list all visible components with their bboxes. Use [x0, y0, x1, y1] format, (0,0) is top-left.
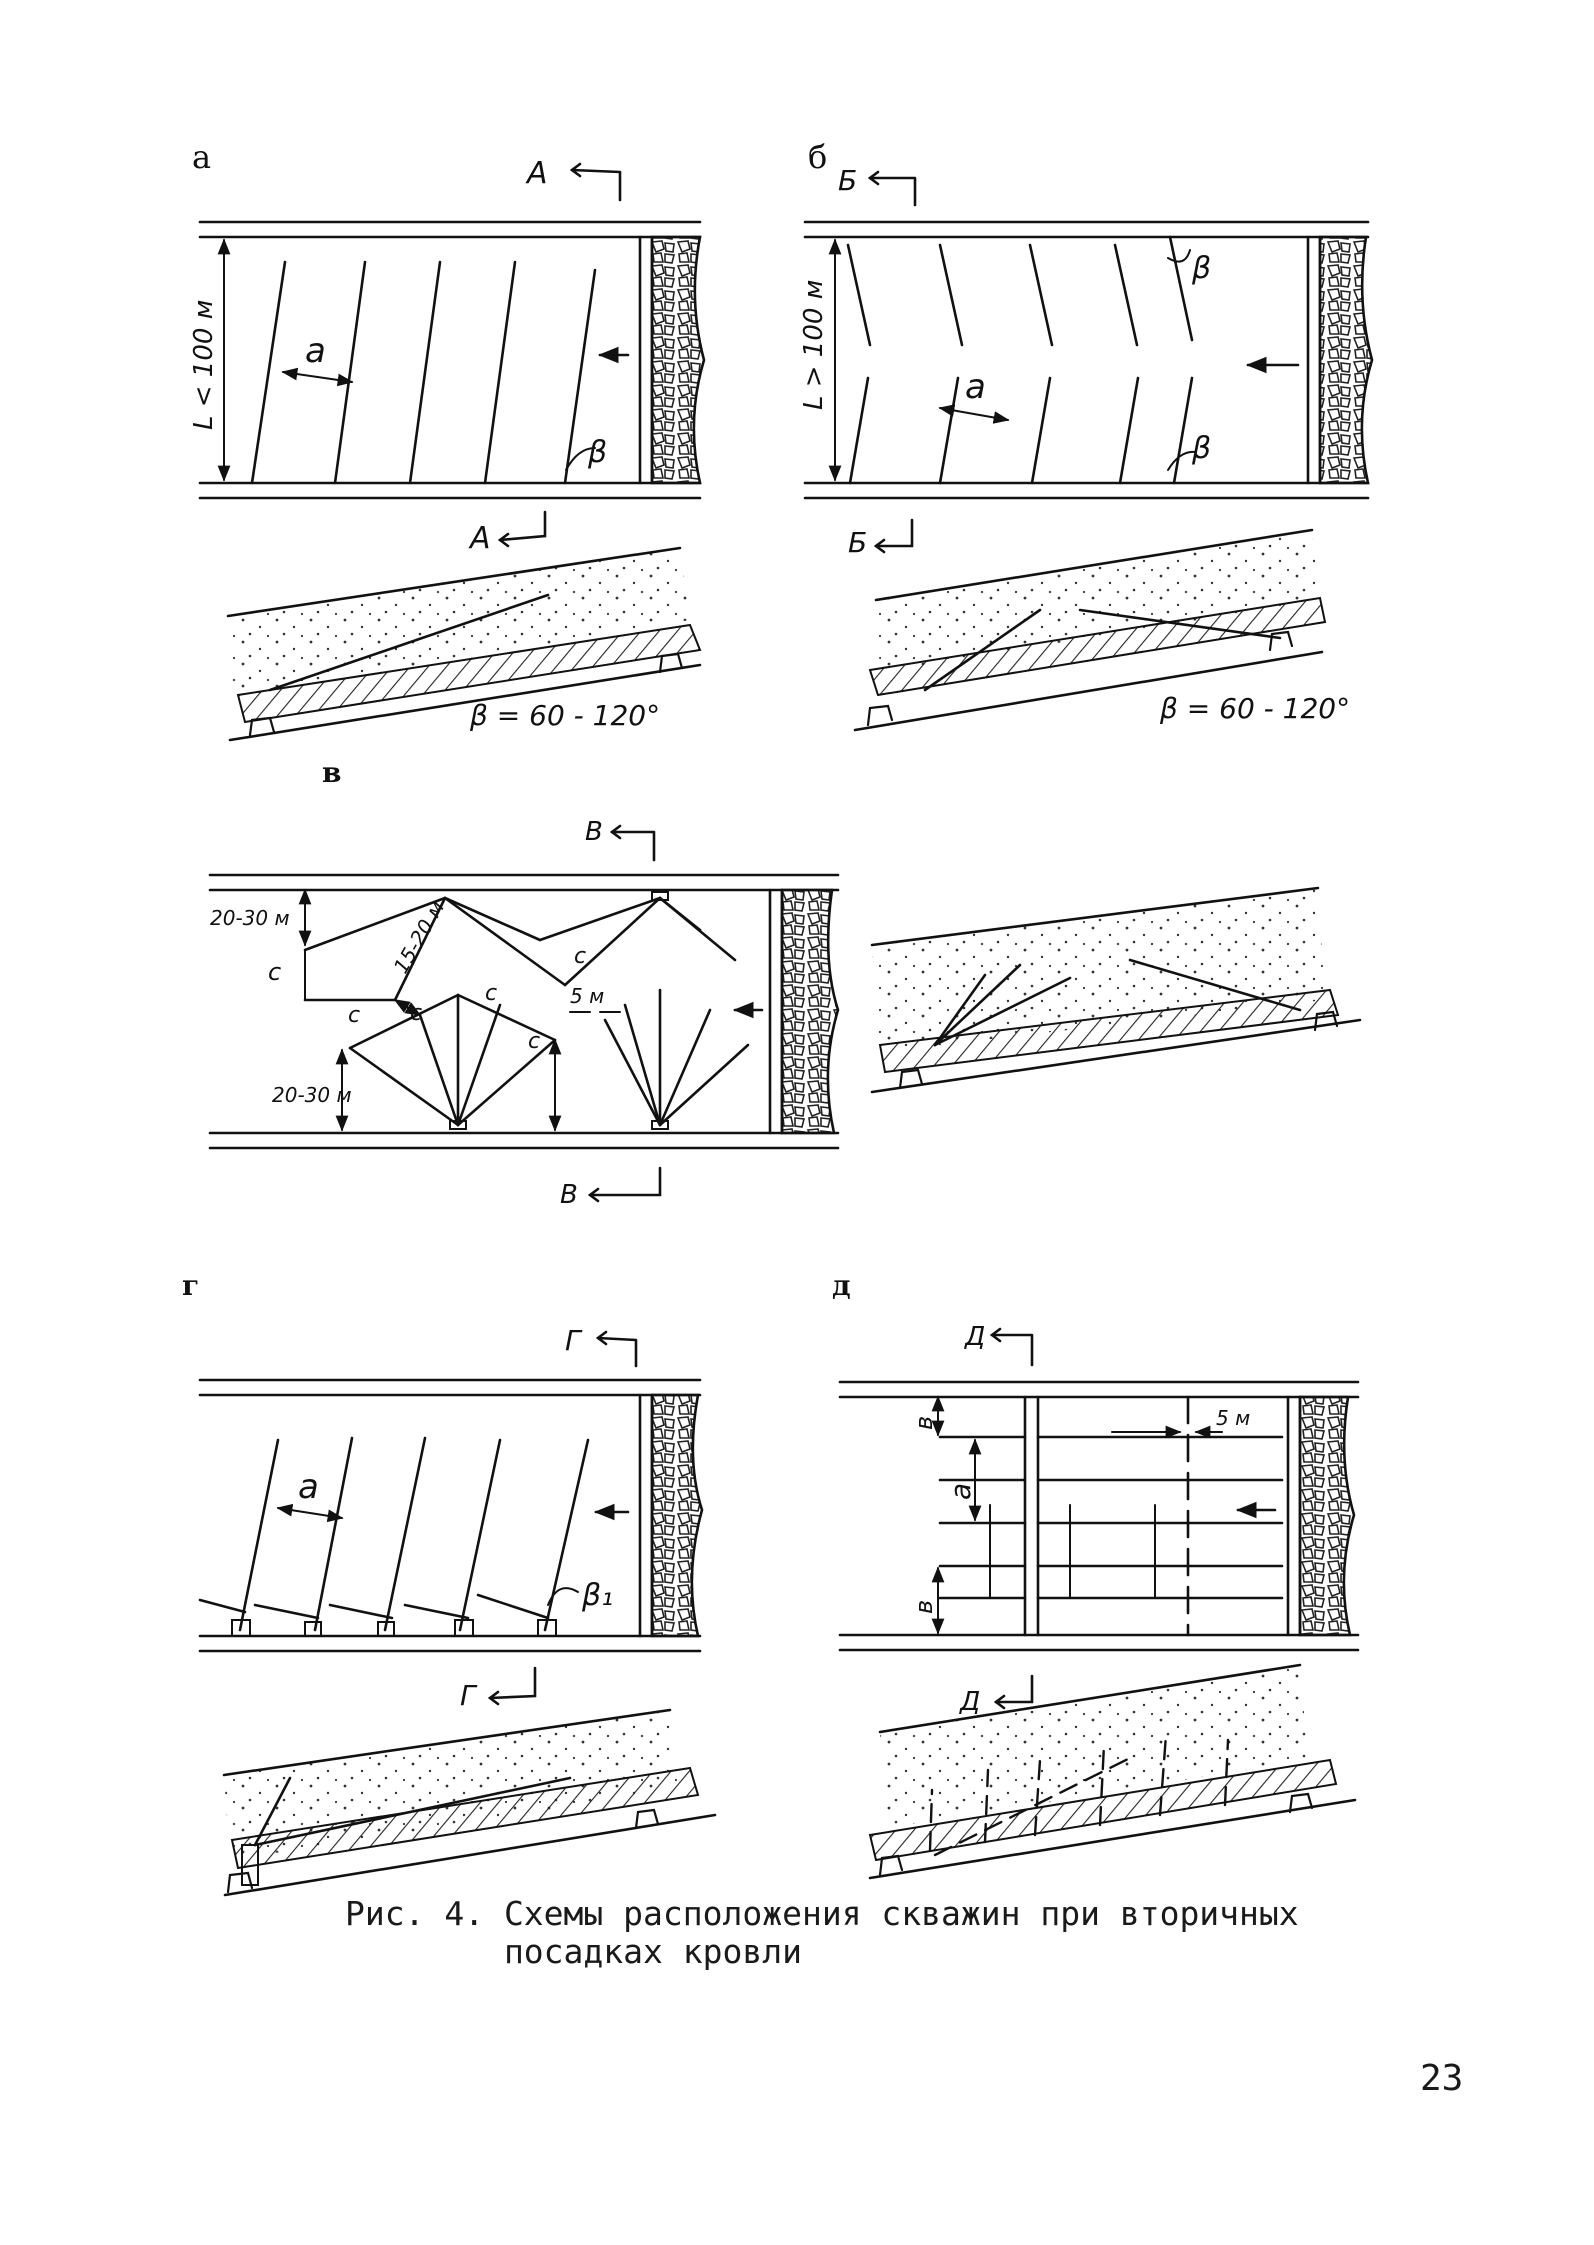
- dim-c-v: с: [268, 958, 281, 986]
- section-arrow-top-g: [596, 1336, 638, 1368]
- section-arrow-bottom-b: [874, 518, 914, 548]
- section-arrow-top-a: [570, 168, 622, 202]
- goaf-area-v: [780, 888, 840, 1135]
- length-label-a: L < 100 м: [189, 300, 219, 430]
- panel-letter-g: г: [182, 1269, 199, 1302]
- panel-g: г Г a: [182, 1269, 717, 1897]
- panel-a: а А L < 100 м a: [189, 138, 706, 742]
- panel-v: в В: [208, 756, 1362, 1210]
- section-arrow-top-b: [868, 176, 917, 207]
- svg-text:c: c: [528, 1029, 540, 1054]
- svg-text:c: c: [485, 981, 497, 1006]
- panel-letter-b: б: [808, 138, 827, 176]
- caption-line-2: посадках кровли: [345, 1932, 802, 1971]
- dim-bottom-v: 20-30 м: [272, 1083, 352, 1107]
- panel-d: д Д: [832, 1269, 1360, 1880]
- panel-letter-v: в: [322, 756, 341, 789]
- dim-5-v: 5 м: [570, 984, 604, 1008]
- panel-letter-d: д: [832, 1269, 851, 1302]
- dim-top-v: 20-30 м: [210, 906, 290, 930]
- panel-letter-a: а: [192, 138, 211, 176]
- section-arrow-top-v: [610, 830, 656, 862]
- dim-a-d: a: [944, 1483, 977, 1500]
- figure-caption: Рис. 4. Схемы расположения скважин при в…: [345, 1895, 1345, 1971]
- angle-label-g: β₁: [581, 1578, 613, 1613]
- section-mark-top-b: Б: [838, 164, 857, 197]
- section-mark-bottom-d: Д: [959, 1687, 980, 1717]
- angle-label-a: β: [587, 435, 607, 470]
- section-mark-top-v: В: [585, 817, 603, 847]
- spacing-label-b: a: [965, 367, 986, 407]
- section-mark-bottom-g: Г: [460, 1679, 478, 1712]
- angle-label-b-bottom: β: [1191, 431, 1211, 466]
- page-number: 23: [1420, 2058, 1464, 2099]
- section-arrow-bottom-g: [488, 1666, 537, 1700]
- angle-range-a: β = 60 - 120°: [469, 699, 660, 732]
- dim-b-top-d: в: [910, 1416, 938, 1430]
- angle-range-b: β = 60 - 120°: [1159, 692, 1350, 725]
- section-arrow-top-d: [990, 1333, 1034, 1367]
- length-label-b: L > 100 м: [799, 280, 829, 410]
- section-mark-top-d: Д: [964, 1322, 985, 1352]
- section-arrow-bottom-v: [588, 1166, 662, 1197]
- svg-text:c: c: [574, 944, 586, 969]
- spacing-label-a: a: [305, 331, 326, 371]
- svg-text:c: c: [348, 1003, 360, 1028]
- section-mark-top-a: А: [525, 156, 548, 191]
- goaf-area-g: [650, 1393, 704, 1638]
- spacing-label-g: a: [298, 1467, 319, 1507]
- goaf-area-b: [1318, 235, 1374, 485]
- panel-b: б Б L > 100 м: [799, 138, 1374, 732]
- caption-line-1: Рис. 4. Схемы расположения скважин при в…: [345, 1894, 1299, 1933]
- section-mark-bottom-a: А: [468, 521, 491, 556]
- section-mark-top-g: Г: [565, 1324, 583, 1357]
- section-mark-bottom-v: В: [560, 1180, 578, 1210]
- dim-b-bottom-d: в: [910, 1600, 938, 1614]
- dim-5-d: 5 м: [1216, 1406, 1250, 1430]
- svg-text:c: c: [410, 1001, 422, 1026]
- goaf-area-d: [1298, 1395, 1356, 1637]
- goaf-area-a: [650, 235, 706, 485]
- section-arrow-bottom-d: [994, 1674, 1034, 1704]
- angle-label-b-top: β: [1191, 251, 1211, 286]
- section-arrow-bottom-a: [498, 510, 547, 542]
- section-mark-bottom-b: Б: [848, 526, 867, 559]
